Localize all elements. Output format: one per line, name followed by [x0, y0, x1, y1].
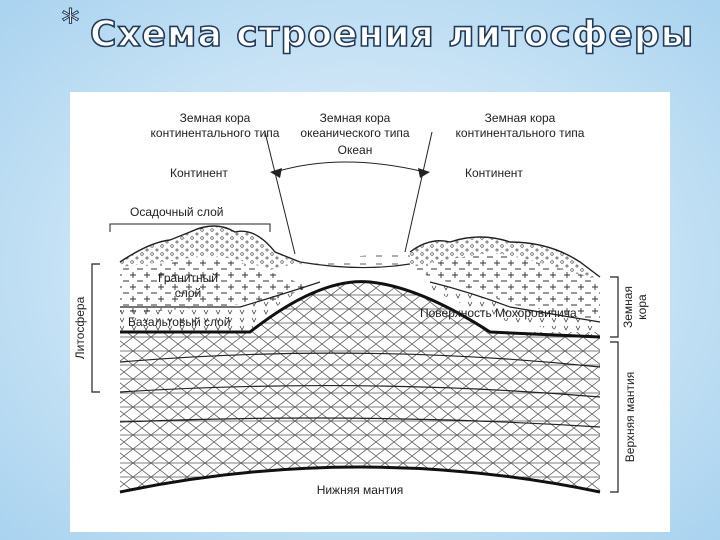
label-crust-ocean-2: океанического типа — [300, 126, 410, 140]
sedimentary-bracket — [110, 224, 270, 232]
lithosphere-scheme: Земная кора континентального типа Земная… — [70, 92, 670, 532]
label-granite-1: Гранитный — [158, 271, 218, 285]
ocean-water — [280, 252, 410, 268]
label-sedimentary: Осадочный слой — [130, 205, 223, 219]
label-crust-cont-left-2: континентального типа — [151, 126, 280, 140]
page-title: Схема строения литосферы — [90, 14, 694, 55]
label-lower-mantle: Нижняя мантия — [317, 483, 404, 497]
label-crust-cont-left-1: Земная кора — [180, 111, 251, 125]
label-continent-right: Континент — [465, 166, 523, 180]
lithosphere-bracket — [92, 264, 100, 392]
lithosphere-diagram: Земная кора континентального типа Земная… — [70, 92, 670, 532]
label-upper-mantle: Верхняя мантия — [623, 372, 637, 462]
label-ocean: Океан — [338, 143, 373, 157]
label-crust-cont-right-2: континентального типа — [456, 126, 585, 140]
title-bullet: * — [62, 2, 79, 42]
label-basalt: Базальтовый слой — [128, 315, 231, 329]
granite-layer-left — [120, 259, 310, 314]
label-lithosphere: Литосфера — [73, 296, 87, 359]
label-crust-ocean-1: Земная кора — [320, 111, 391, 125]
label-continent-left: Континент — [170, 166, 228, 180]
label-crust-cont-right-1: Земная кора — [485, 111, 556, 125]
label-moho: Поверхность Мохоровичича — [420, 306, 577, 320]
label-granite-2: слой — [175, 286, 202, 300]
label-earth-crust-2: кора — [635, 294, 649, 320]
crust-bracket — [610, 277, 618, 337]
label-earth-crust-1: Земная — [621, 286, 635, 328]
upper-mantle-bracket — [610, 342, 618, 492]
